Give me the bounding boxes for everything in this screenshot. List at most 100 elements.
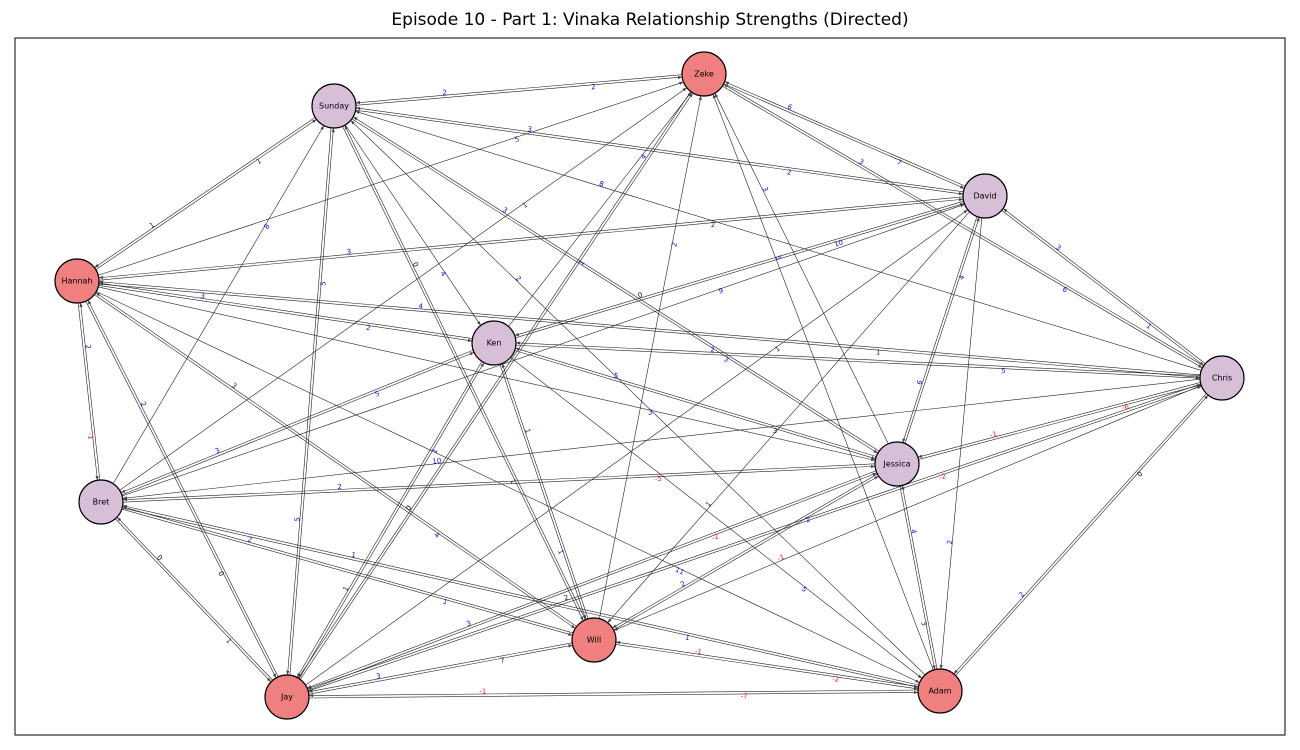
node-hannah: Hannah	[54, 258, 100, 304]
edge-weight-label: 7	[896, 158, 903, 167]
edge-jay-to-ken	[298, 362, 485, 679]
edge-chris-to-zeke	[723, 83, 1204, 367]
edge-chris-to-david	[1002, 208, 1206, 364]
edge-weight-label: 1	[774, 345, 782, 354]
edge-weight-label: 7	[500, 656, 506, 665]
edge-will-to-jessica	[613, 475, 879, 631]
edge-sunday-to-will	[342, 126, 584, 621]
edge-david-to-hannah	[98, 196, 964, 280]
edge-hannah-to-chris	[98, 283, 1201, 379]
node-jay: Jay	[264, 674, 310, 720]
node-label: Bret	[93, 498, 110, 507]
edge-zeke-to-sunday	[355, 74, 683, 105]
edge-weight-label: 2	[366, 324, 372, 333]
edge-hannah-to-jay	[85, 301, 277, 679]
edge-adam-to-zeke	[712, 94, 934, 671]
edge-weight-label: 1	[523, 428, 532, 435]
edge-bret-to-zeke	[119, 87, 687, 491]
edge-adam-to-bret	[122, 504, 919, 686]
edge-will-to-adam	[615, 644, 919, 691]
edge-sunday-to-jessica	[351, 118, 878, 454]
edge-adam-to-jessica	[901, 485, 938, 670]
edge-weight-label: 3	[230, 381, 238, 390]
node-adam: Adam	[917, 668, 963, 714]
node-label: David	[973, 192, 996, 201]
edge-david-to-will	[607, 211, 970, 623]
edge-weight-label: 1	[442, 598, 448, 607]
node-bret: Bret	[78, 479, 124, 525]
edge-weight-label: 6	[915, 379, 924, 386]
edge-weight-label: 3	[1054, 243, 1062, 252]
node-circle	[471, 320, 517, 366]
nodes-layer: ZekeSundayDavidHannahKenChrisJessicaBret…	[54, 51, 1245, 720]
edge-hannah-to-zeke	[98, 81, 684, 276]
edge-david-to-chris	[1001, 210, 1205, 366]
node-will: Will	[571, 617, 617, 663]
edge-zeke-to-jay	[297, 91, 692, 679]
edge-adam-to-will	[615, 640, 919, 687]
node-label: Hannah	[61, 277, 92, 286]
edge-weight-label: 8	[263, 223, 272, 231]
edge-will-to-ken	[501, 363, 589, 619]
edge-weight-label: 6	[786, 103, 794, 112]
edge-jessica-to-jay	[307, 470, 877, 689]
edge-weight-label: -1	[989, 430, 998, 440]
node-ken: Ken	[471, 320, 517, 366]
edge-jessica-to-bret	[122, 463, 875, 502]
edge-weight-label: 3	[647, 408, 653, 417]
edge-bret-to-adam	[122, 507, 919, 689]
edge-weight-label: 4	[433, 531, 442, 540]
edge-ken-to-hannah	[98, 282, 473, 339]
edge-bret-to-jay	[115, 518, 272, 683]
edge-weight-label: 1	[521, 201, 529, 210]
edge-weight-label: 0	[216, 570, 225, 578]
edge-weight-label: 2	[679, 580, 687, 589]
node-label: Adam	[928, 687, 951, 696]
edge-weight-label: 3	[376, 672, 382, 681]
edge-david-to-sunday	[355, 106, 964, 193]
edge-chris-to-will	[613, 385, 1202, 631]
edge-weight-label: 2	[139, 400, 148, 408]
edge-weight-label: 2	[84, 344, 92, 349]
edge-adam-to-sunday	[350, 120, 926, 676]
edge-hannah-to-david	[98, 197, 964, 281]
edge-weight-label: 4	[418, 302, 424, 310]
edge-weight-label: 3	[722, 355, 730, 364]
node-label: Zeke	[694, 70, 714, 79]
edge-weight-label: -1	[86, 432, 95, 440]
edge-sunday-to-zeke	[355, 75, 683, 106]
edge-bret-to-sunday	[112, 125, 325, 484]
plot-frame	[14, 37, 1286, 736]
edge-weight-label: 3	[346, 248, 351, 256]
edge-jessica-to-will	[612, 473, 878, 629]
node-circle	[78, 479, 124, 525]
edge-hannah-to-ken	[98, 285, 473, 342]
edge-weight-label: 1	[341, 585, 350, 593]
edge-david-to-zeke	[724, 81, 966, 187]
node-chris: Chris	[1199, 355, 1245, 401]
edge-jessica-to-chris	[918, 384, 1202, 460]
edge-weight-label: 3	[465, 619, 472, 628]
edge-weight-label: 5	[293, 517, 301, 522]
edge-weight-label: 1	[556, 549, 565, 556]
edge-david-to-jessica	[902, 216, 978, 443]
edge-weight-label: 5	[514, 135, 521, 144]
edge-ken-to-jessica	[514, 350, 876, 460]
edge-weight-label: 4	[909, 528, 918, 534]
edge-weight-label: 1	[430, 447, 439, 455]
node-label: Sunday	[319, 102, 349, 111]
edge-bret-to-will	[121, 508, 573, 636]
edge-hannah-to-will	[94, 294, 576, 629]
edge-chris-to-bret	[122, 378, 1201, 500]
edge-will-to-bret	[122, 506, 574, 634]
edge-weight-label: 3	[919, 621, 928, 627]
edge-will-to-jay	[308, 642, 573, 693]
edge-weight-label: 1	[704, 500, 713, 509]
edge-weight-label: 2	[670, 242, 679, 248]
edge-weight-label: 1	[508, 478, 517, 486]
edge-weight-label: 5	[613, 371, 620, 380]
edges-layer	[77, 74, 1209, 699]
edge-weight-label: 5	[319, 281, 327, 286]
chart-title: Episode 10 - Part 1: Vinaka Relationship…	[391, 10, 909, 30]
